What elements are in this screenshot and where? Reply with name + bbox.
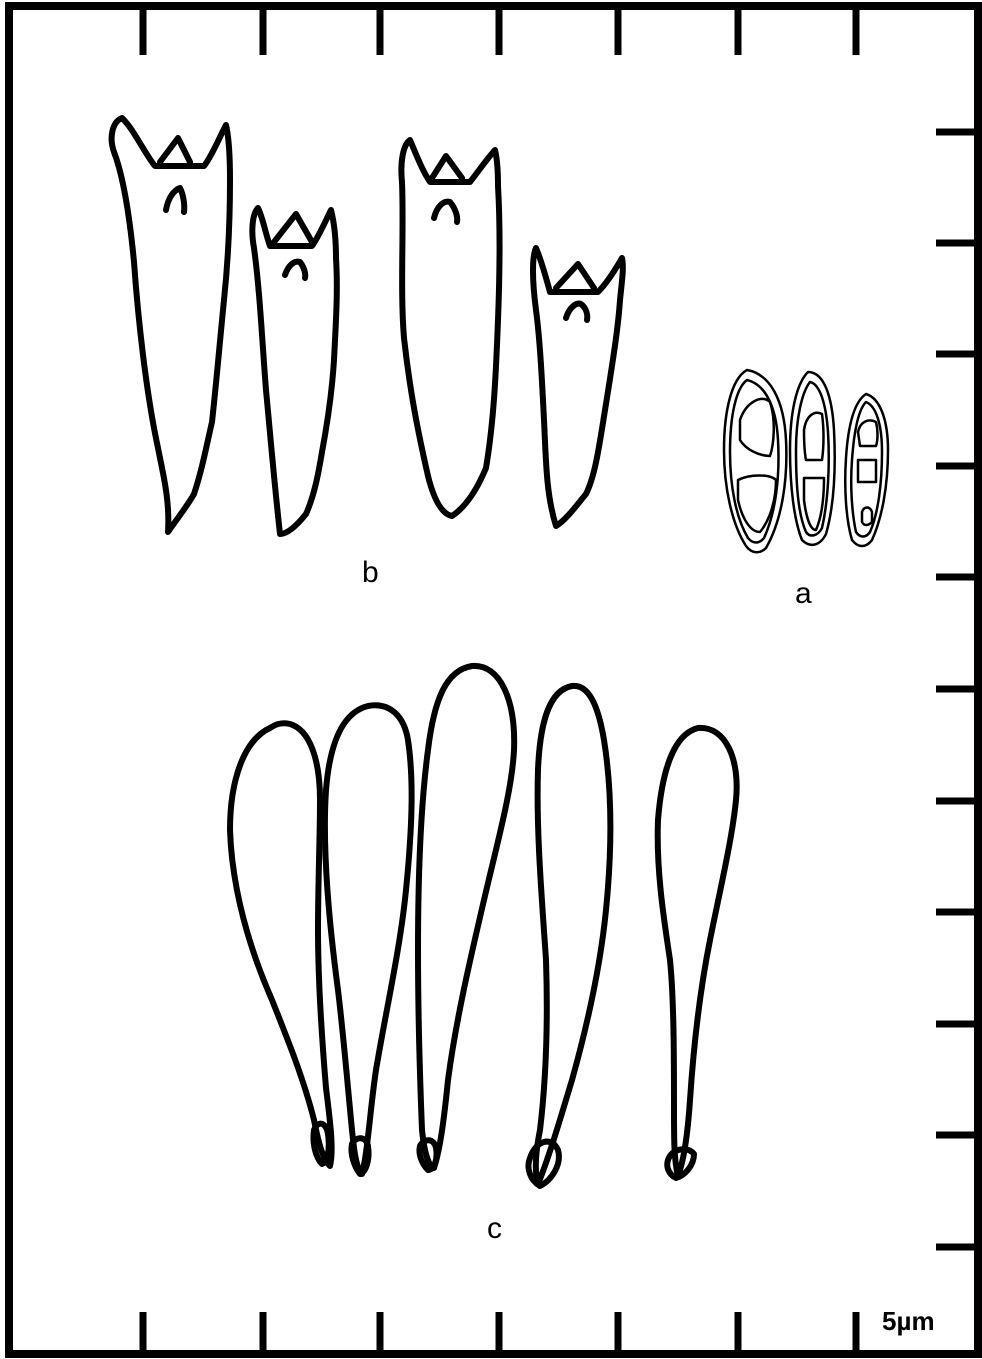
label-b: b: [362, 556, 379, 589]
cystidium-4: [528, 686, 610, 1186]
spores-group-a: [724, 370, 888, 552]
scale-ticks-right: [936, 132, 978, 1247]
label-a: a: [795, 577, 812, 610]
cystidium-2: [325, 705, 412, 1174]
cystidium-5: [658, 728, 737, 1178]
basidia-group-b: [112, 118, 623, 534]
basidium-1: [112, 118, 230, 532]
cystidia-group-c: [230, 666, 737, 1186]
scale-ticks-bottom: [143, 1312, 856, 1354]
label-c: c: [487, 1212, 502, 1245]
spore-1: [724, 370, 786, 552]
cystidium-1: [230, 723, 332, 1166]
basidium-4: [533, 248, 623, 526]
cystidium-3: [418, 666, 514, 1170]
scale-bar-label: 5µm: [882, 1306, 935, 1336]
frame: [9, 6, 978, 1354]
basidium-2: [252, 208, 336, 534]
scale-ticks-top: [143, 8, 856, 55]
spore-2: [790, 372, 835, 545]
spore-3: [845, 394, 888, 546]
basidium-3: [401, 140, 499, 516]
